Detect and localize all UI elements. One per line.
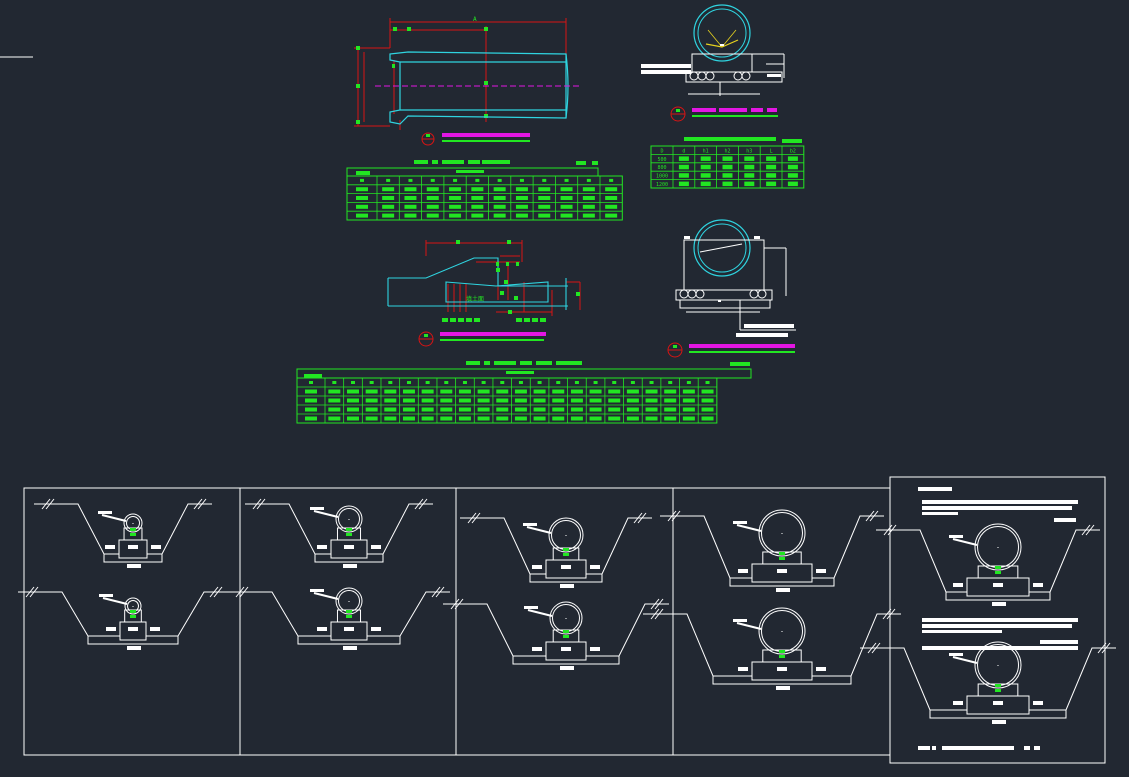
table-2-row-label: 1200 bbox=[656, 182, 668, 188]
trench-section-details bbox=[18, 498, 1116, 724]
table-2-col-label: h3 bbox=[746, 148, 752, 154]
table-2-col-label: d bbox=[682, 148, 685, 154]
table-2-col-label: h1 bbox=[703, 148, 709, 154]
schedule-table-3 bbox=[296, 361, 752, 424]
dimension-label-a: A bbox=[473, 16, 477, 23]
pipe-joint-detail: 填土面 bbox=[387, 240, 581, 347]
pipe-cross-section-middle bbox=[667, 219, 796, 358]
pipe-cross-section-top bbox=[641, 4, 785, 122]
table-2-row-label: D bbox=[660, 148, 663, 154]
table-2-col-label: h2 bbox=[724, 148, 730, 154]
trench-sections-frame bbox=[23, 476, 1106, 764]
table-2-row-label: 800 bbox=[657, 165, 666, 171]
pipe-elevation-drawing: A bbox=[354, 16, 582, 146]
table-2-col-label: b2 bbox=[790, 148, 796, 154]
notes-block bbox=[918, 487, 1078, 750]
fill-label: 填土面 bbox=[466, 295, 484, 303]
schedule-table-1 bbox=[346, 160, 623, 221]
table-2-col-label: L bbox=[770, 148, 773, 154]
table-2-row-label: 1000 bbox=[656, 174, 668, 180]
table-2-row-label: 500 bbox=[657, 157, 666, 163]
